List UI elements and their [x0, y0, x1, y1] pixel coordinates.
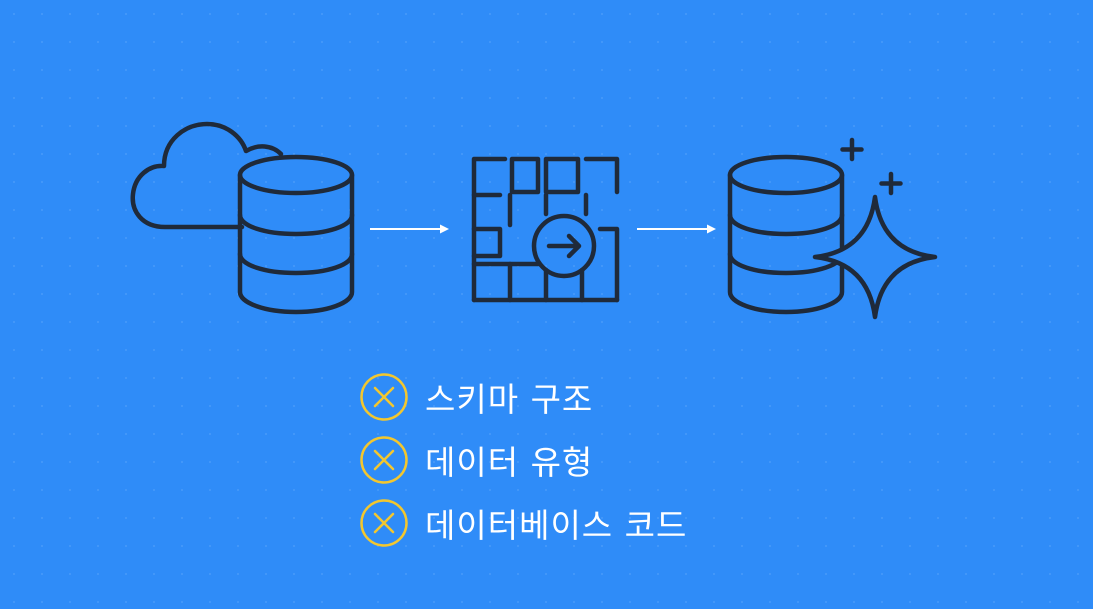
sparkle-icon: [812, 137, 938, 320]
flow-arrow-2: [637, 224, 716, 234]
grid-transform-icon: [471, 156, 620, 303]
cloud-icon: [130, 121, 284, 230]
flow-arrow-1: [370, 224, 449, 234]
circle-x-icon: [360, 499, 408, 547]
checklist-item: 데이터베이스 코드: [359, 498, 687, 548]
checklist-item-label: 데이터 유형: [425, 443, 594, 482]
checklist-item-label: 스키마 구조: [425, 380, 594, 419]
circle-x-icon: [360, 436, 408, 484]
checklist-item: 스키마 구조: [359, 372, 687, 422]
circle-x-icon: [360, 373, 408, 421]
checklist: 스키마 구조 데이터 유형 데이터베이스 코드: [359, 372, 687, 561]
source-database-icon: [237, 154, 355, 315]
target-database-icon: [727, 154, 845, 315]
checklist-item-label: 데이터베이스 코드: [425, 506, 688, 545]
checklist-item: 데이터 유형: [359, 435, 687, 485]
